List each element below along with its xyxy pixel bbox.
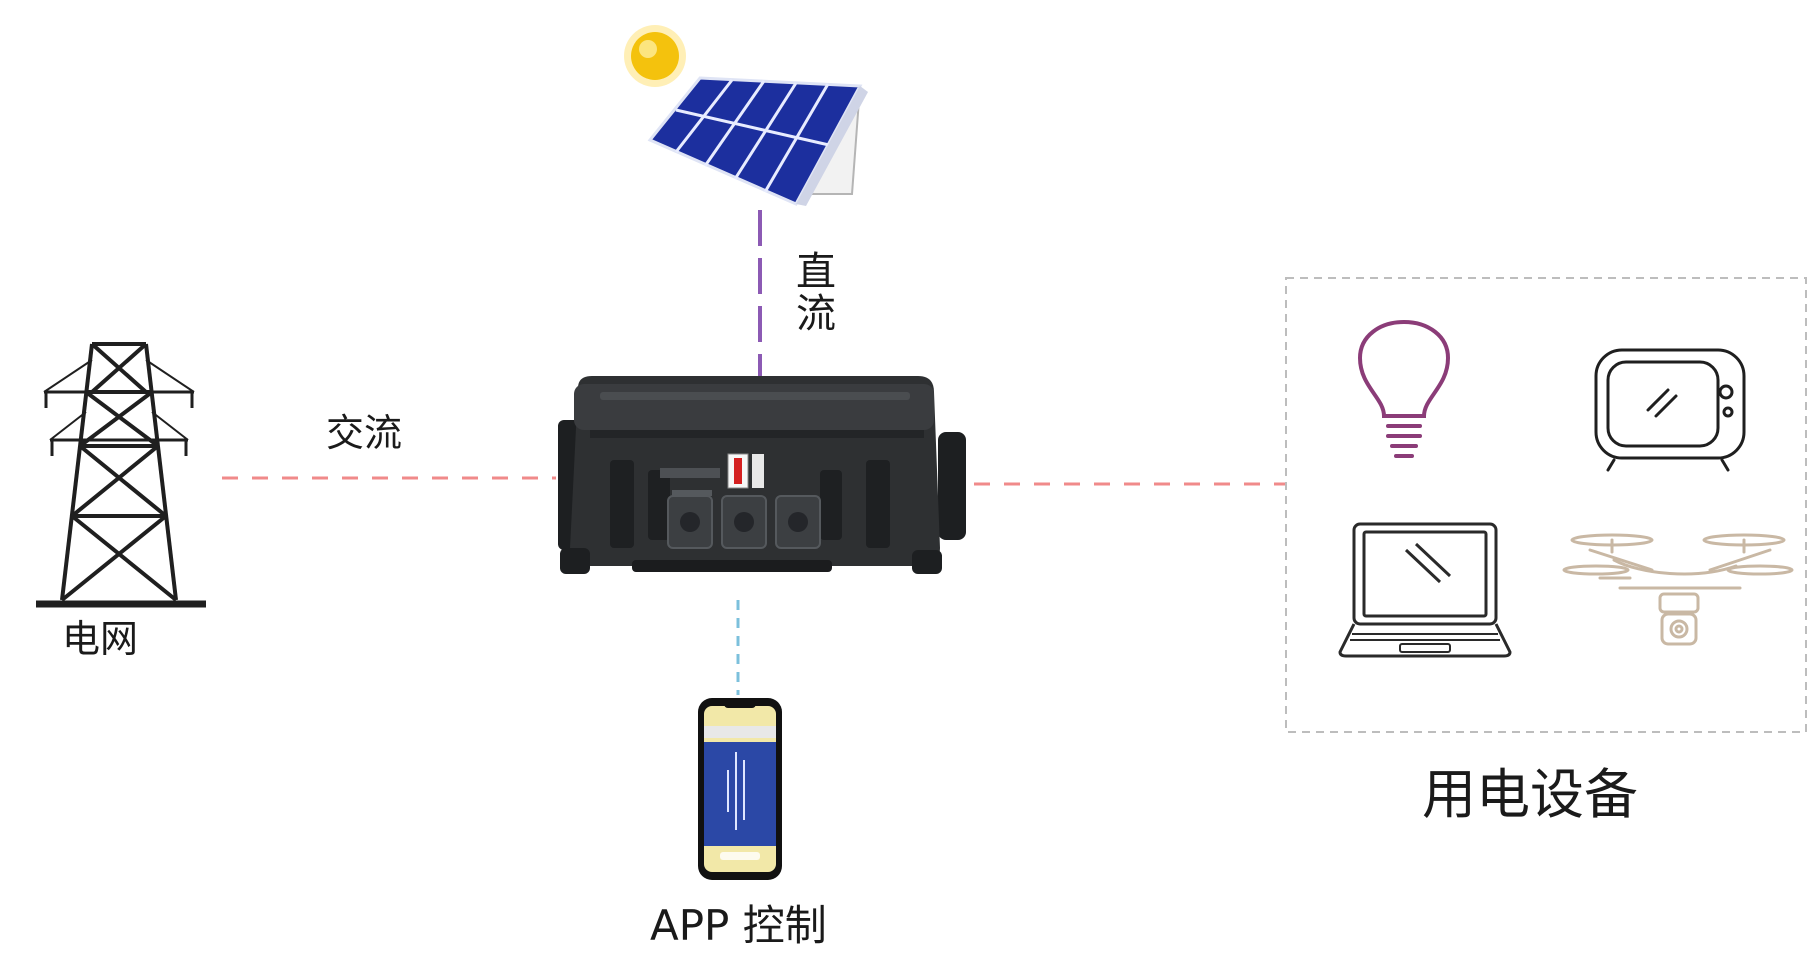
- dc-label: 直流: [789, 250, 835, 334]
- power-tower-icon: [36, 342, 206, 608]
- ac-label: 交流: [326, 411, 403, 455]
- light-bulb-icon: [1357, 319, 1451, 458]
- laptop-icon: [1338, 522, 1512, 658]
- grid-label: 电网: [62, 617, 139, 661]
- devices-box: [1285, 277, 1807, 733]
- devices-label: 用电设备: [1422, 763, 1638, 826]
- solar-panel-icon: [647, 76, 868, 206]
- drone-icon: [1562, 533, 1794, 646]
- smartphone-icon: [698, 698, 782, 880]
- sun-icon: [624, 25, 686, 87]
- app-control-label: APP 控制: [650, 901, 827, 950]
- power-station-icon: [558, 376, 966, 574]
- television-icon: [1594, 348, 1746, 472]
